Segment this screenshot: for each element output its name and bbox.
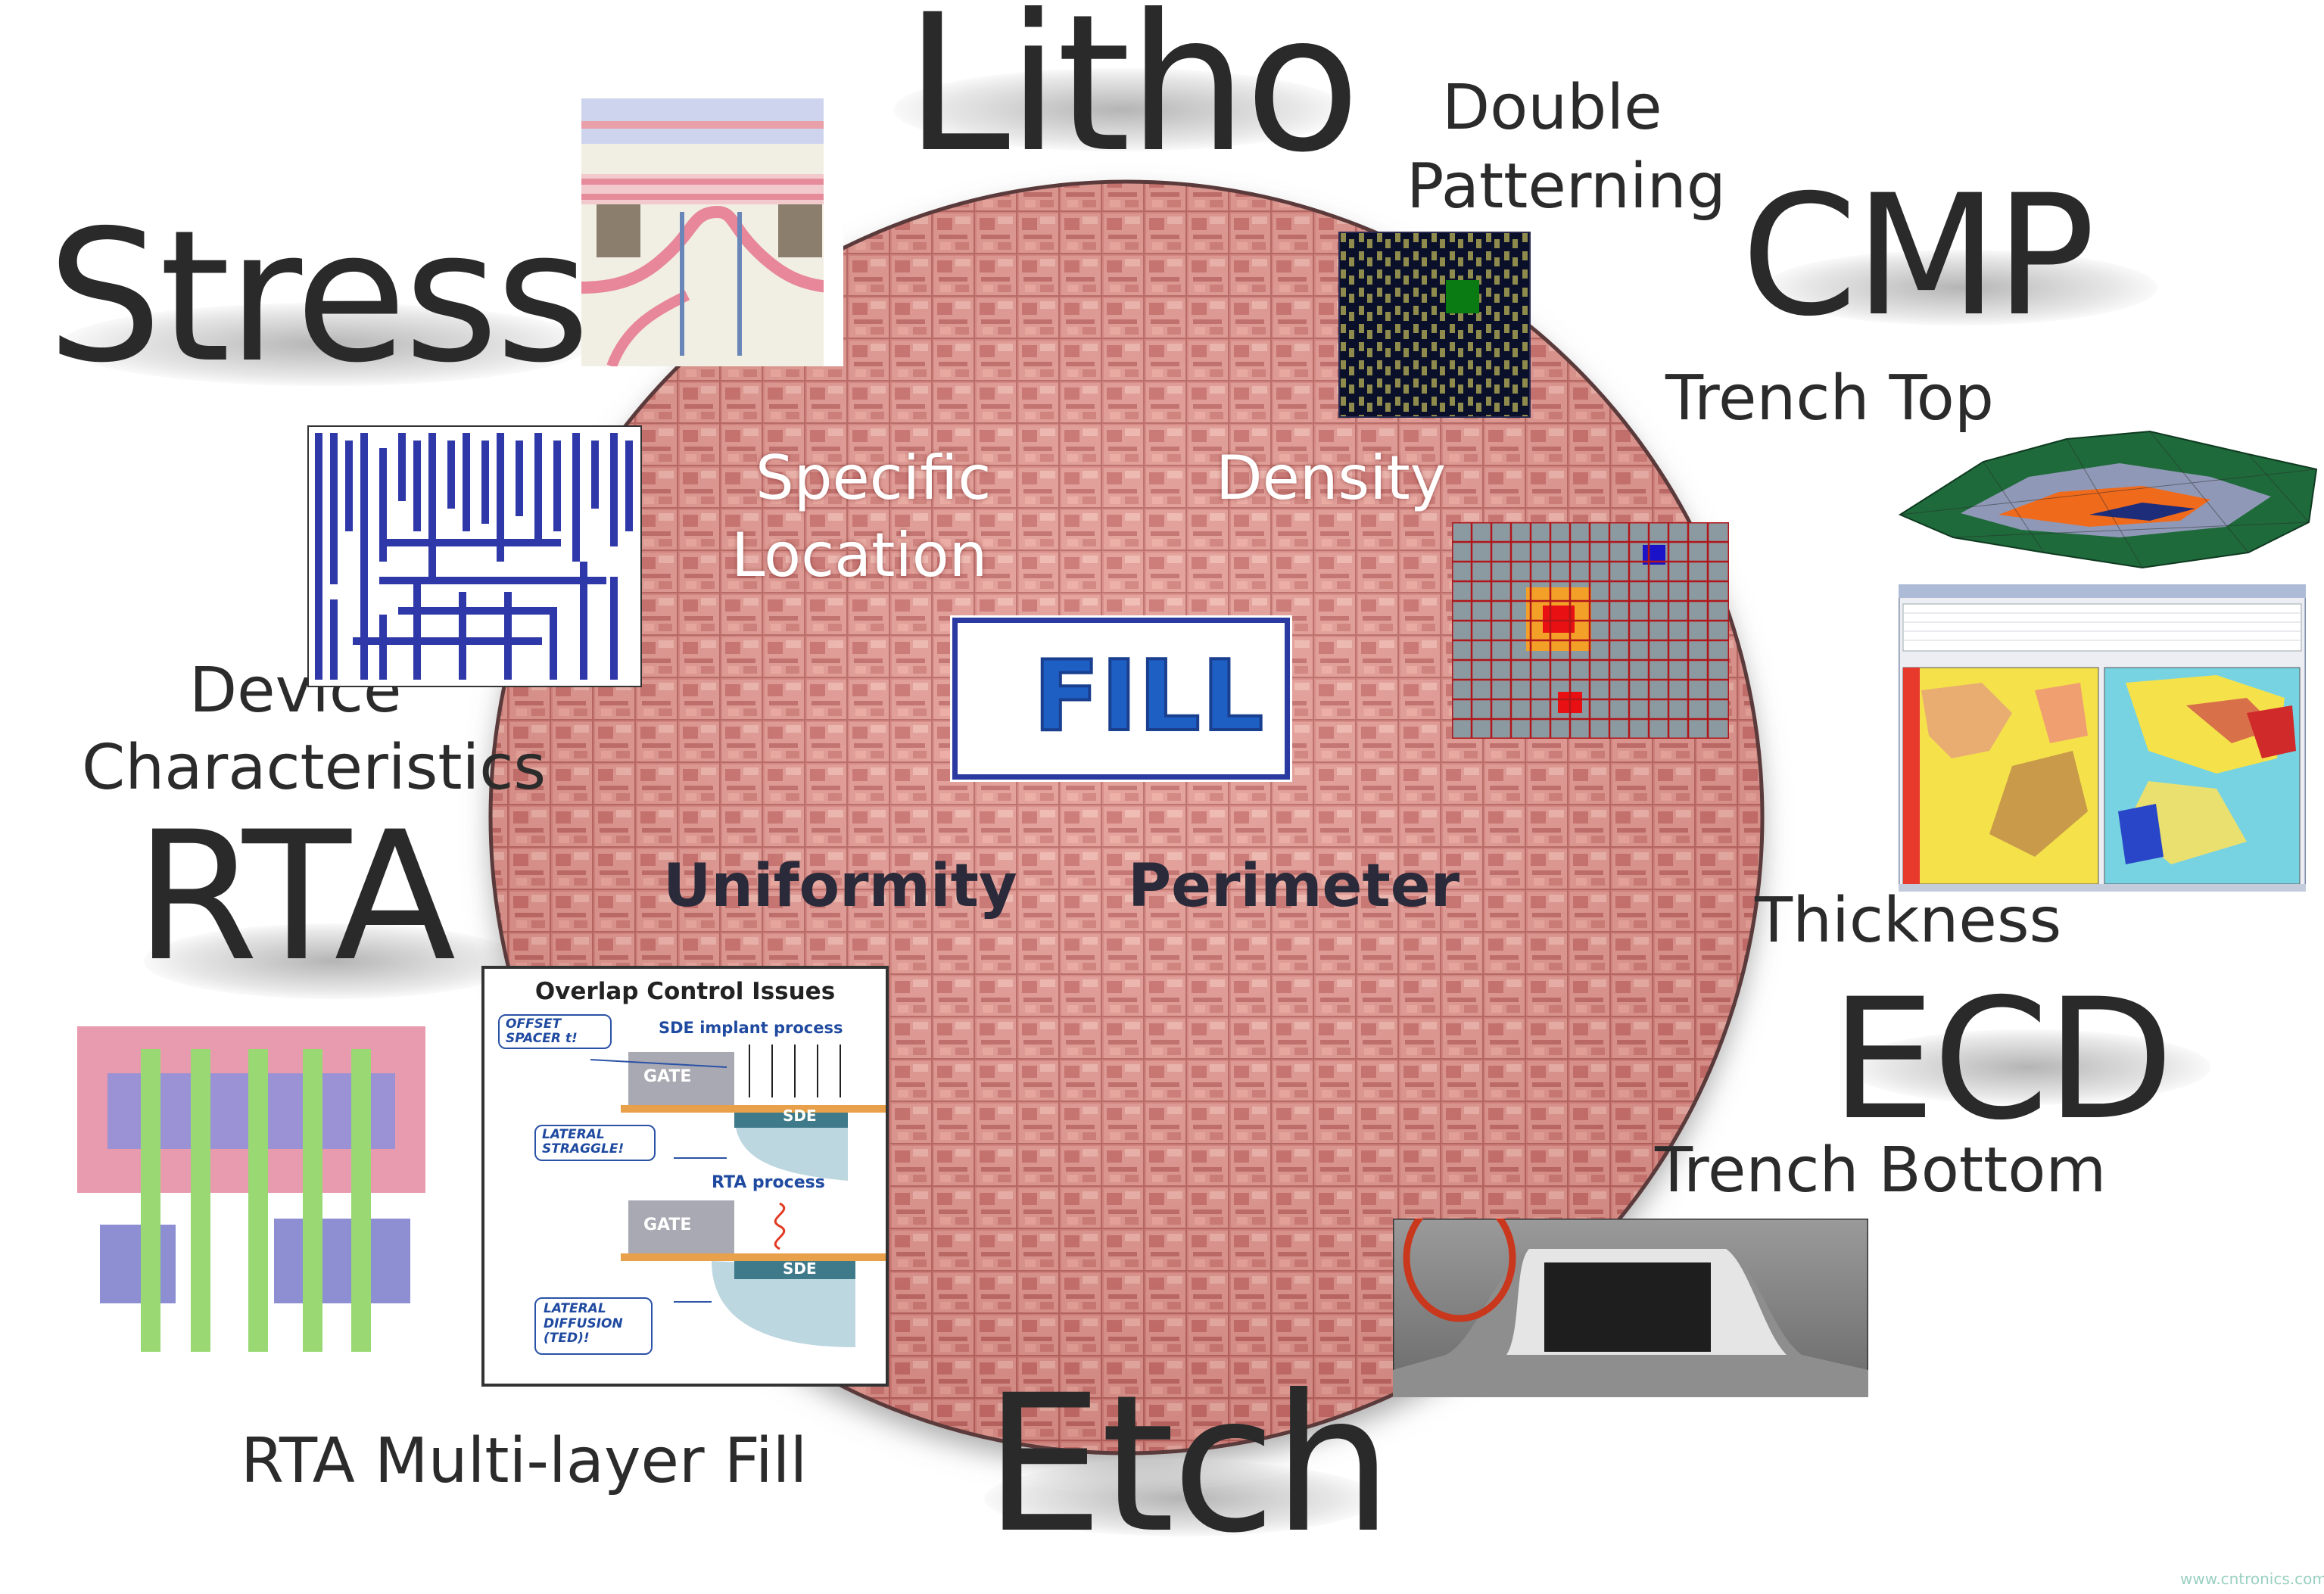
overlap-title: Overlap Control Issues	[534, 978, 836, 1005]
overlap-gate-2: GATE	[643, 1216, 692, 1234]
wafer-label-perimeter: Perimeter	[1128, 852, 1460, 920]
overlap-offset-note: OFFSET SPACER t!	[498, 1014, 612, 1049]
overlap-sde-2: SDE	[783, 1259, 817, 1278]
double-patterning-image	[1338, 232, 1531, 418]
label-double: Double	[1442, 72, 1662, 144]
label-rta-multilayer: RTA Multi-layer Fill	[241, 1425, 808, 1497]
watermark: www.cntronics.com	[2180, 1570, 2324, 1588]
device-layout-image	[307, 425, 642, 687]
label-trench-bottom: Trench Bottom	[1655, 1135, 2107, 1206]
thickness-map-window	[1899, 584, 2306, 892]
label-ecd: ECD	[1830, 963, 2174, 1157]
label-rta: RTA	[135, 794, 456, 1001]
overlap-control-box: Overlap Control Issues OFFSET SPACER t! …	[481, 966, 889, 1387]
overlap-lateral-note: LATERAL STRAGGLE!	[534, 1125, 656, 1161]
overlap-sde-1: SDE	[783, 1107, 817, 1125]
density-grid-image	[1452, 522, 1729, 739]
label-thickness: Thickness	[1755, 885, 2062, 957]
rta-multilayer-image	[77, 1026, 425, 1352]
label-stress: Stress	[47, 191, 590, 403]
trench-top-surface-image	[1898, 430, 2318, 569]
overlap-sde-implant: SDE implant process	[659, 1019, 843, 1037]
label-etch: Etch	[984, 1354, 1393, 1574]
label-trench-top: Trench Top	[1665, 363, 1994, 434]
overlap-diffusion-note: LATERAL DIFFUSION (TED)!	[534, 1297, 653, 1355]
fill-label: FILL	[1032, 640, 1266, 753]
overlap-process-diagram	[590, 1045, 886, 1347]
trench-bottom-sem-image	[1393, 1219, 1868, 1397]
wafer-label-specific: Specific	[755, 443, 992, 513]
overlap-rta-process: RTA process	[712, 1173, 825, 1192]
label-patterning: Patterning	[1407, 151, 1726, 223]
wafer-label-location: Location	[731, 520, 988, 590]
label-litho: Litho	[905, 0, 1360, 194]
wafer-label-uniformity: Uniformity	[663, 852, 1017, 920]
fill-box: FILL	[952, 618, 1290, 780]
label-cmp: CMP	[1741, 159, 2095, 353]
label-characteristics: Characteristics	[82, 732, 547, 804]
overlap-gate-1: GATE	[643, 1067, 692, 1086]
stress-layout-image	[581, 98, 843, 366]
wafer-label-density: Density	[1216, 443, 1447, 513]
